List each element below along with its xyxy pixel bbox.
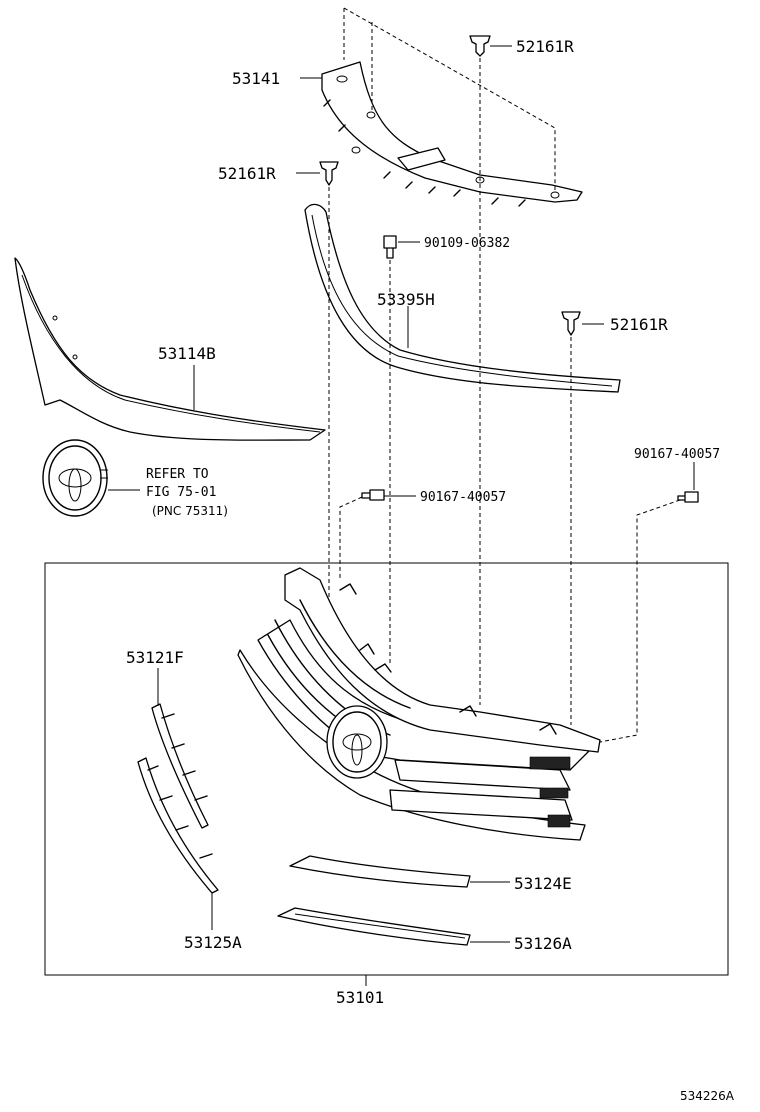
leader-lines	[108, 45, 695, 986]
label-90109-06382: 90109-06382	[424, 236, 510, 251]
label-53395h: 53395H	[377, 290, 435, 309]
label-90167-40057-right: 90167-40057	[634, 447, 720, 462]
refer-line-3: (PNC 75311)	[152, 504, 228, 518]
clip-fastener-icon	[319, 35, 581, 336]
grille-53101	[237, 567, 601, 841]
strip-53125a	[137, 757, 219, 894]
label-53126a: 53126A	[514, 934, 572, 953]
label-52161r-left: 52161R	[218, 164, 276, 183]
bracket-53141-guide	[343, 7, 556, 190]
refer-line-1: REFER TO	[146, 467, 209, 482]
strip-53121f	[151, 703, 209, 829]
molding-53126a	[277, 907, 471, 946]
label-53125a: 53125A	[184, 933, 242, 952]
label-53101: 53101	[336, 988, 384, 1007]
garnish-53114b	[14, 257, 326, 441]
toyota-emblem-icon	[42, 439, 108, 517]
label-52161r-top: 52161R	[516, 37, 574, 56]
refer-line-2: FIG 75-01	[146, 485, 216, 500]
molding-53395h	[304, 203, 621, 393]
molding-53124e	[289, 855, 471, 888]
bolt-icon	[361, 235, 699, 503]
label-53114b: 53114B	[158, 344, 216, 363]
label-52161r-right: 52161R	[610, 315, 668, 334]
bracket-53141	[321, 61, 583, 207]
label-53141: 53141	[232, 69, 280, 88]
fastener-guide-lines	[328, 58, 681, 743]
label-53121f: 53121F	[126, 648, 184, 667]
label-53124e: 53124E	[514, 874, 572, 893]
figure-id: 534226A	[680, 1089, 735, 1103]
label-90167-40057-mid: 90167-40057	[420, 490, 506, 505]
